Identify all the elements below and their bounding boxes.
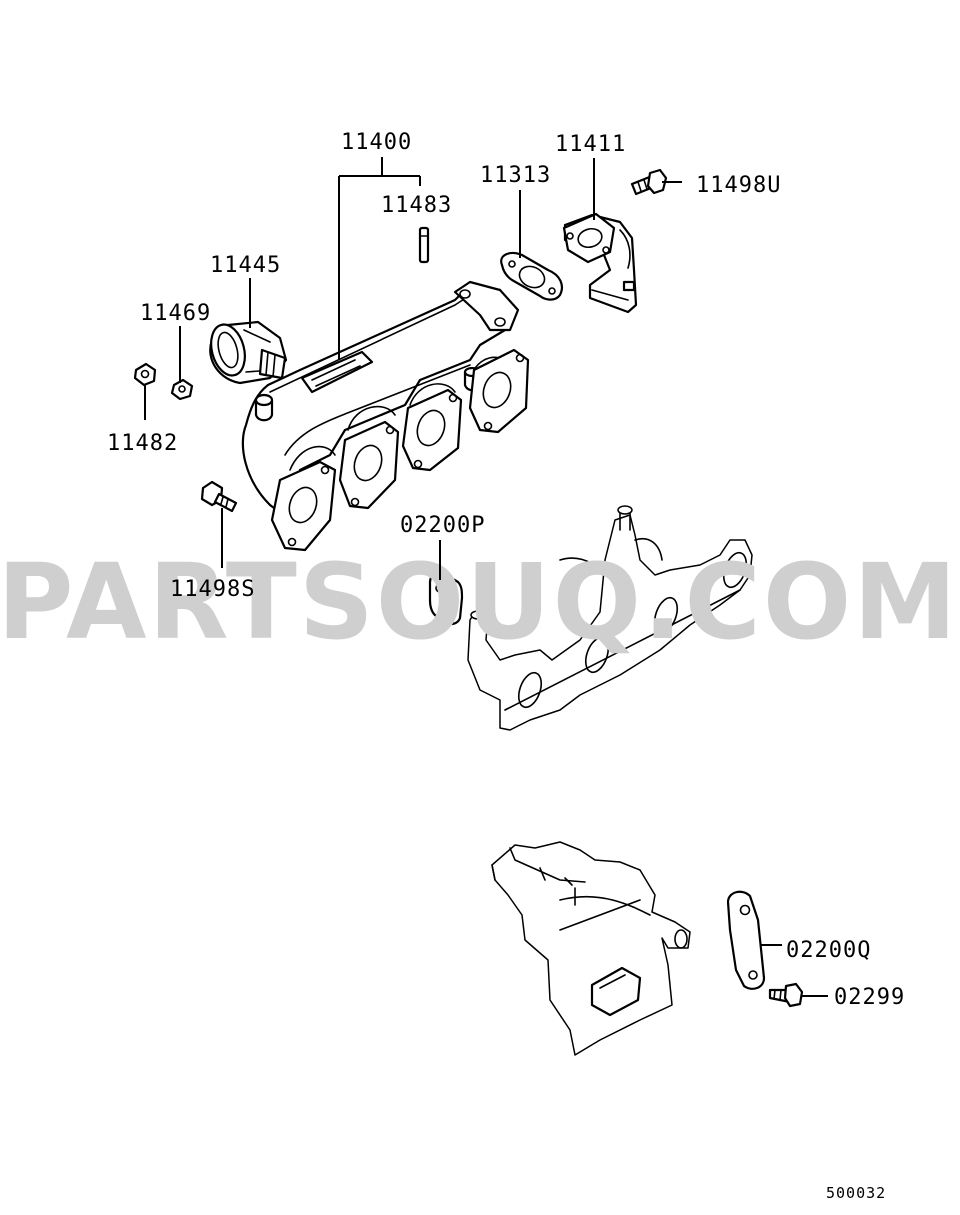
part-11482-nut[interactable] (133, 362, 157, 387)
callout-11498S: 11498S (170, 577, 255, 602)
part-02200Q-bracket[interactable] (726, 890, 766, 990)
callout-11483: 11483 (381, 193, 452, 218)
part-02200P-bracket[interactable] (428, 572, 464, 626)
ghost-engine-block (491, 841, 691, 1056)
callout-11469: 11469 (140, 301, 211, 326)
part-11498S-bolt[interactable] (200, 480, 238, 513)
part-02299-bolt[interactable] (768, 982, 804, 1008)
ghost-manifold-outline (467, 505, 753, 731)
callout-02200Q: 02200Q (786, 938, 871, 963)
leader-lines (144, 157, 828, 997)
callout-11400: 11400 (341, 130, 412, 155)
part-11498U-bolt[interactable] (630, 168, 668, 196)
part-11411-elbow[interactable] (562, 212, 638, 314)
callout-11498U: 11498U (696, 173, 781, 198)
exhaust-manifold[interactable] (241, 280, 530, 552)
callout-11482: 11482 (107, 431, 178, 456)
callout-02299: 02299 (834, 985, 905, 1010)
callout-11411: 11411 (555, 132, 626, 157)
callout-02200P: 02200P (400, 513, 485, 538)
part-11445-plug[interactable] (206, 320, 288, 385)
watermark-text: PARTSOUQ.COM (0, 541, 959, 663)
diagram-code: 500032 (826, 1184, 886, 1202)
part-11483-stud[interactable] (418, 226, 430, 264)
callout-11445: 11445 (210, 253, 281, 278)
part-11469-nut[interactable] (170, 378, 194, 401)
part-11313-gasket[interactable] (500, 251, 564, 301)
callout-11313: 11313 (480, 163, 551, 188)
